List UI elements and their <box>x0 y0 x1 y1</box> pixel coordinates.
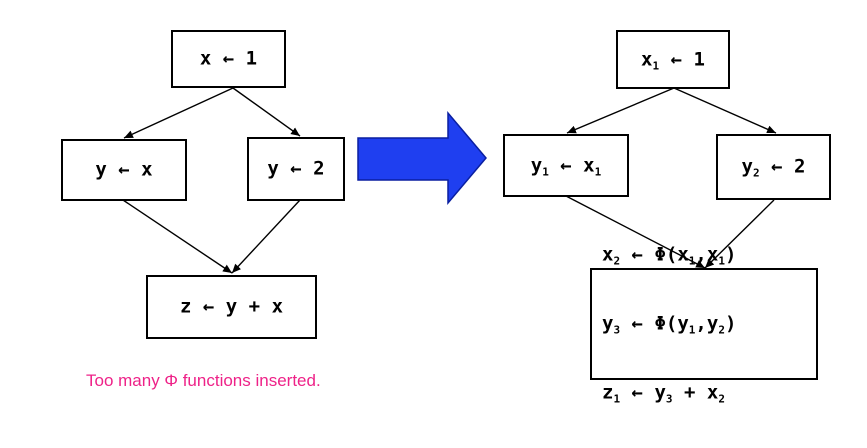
phi-symbol: Φ <box>654 243 666 266</box>
right-top-node: x1 ← 1 <box>616 30 730 89</box>
left-right-node: y ← 2 <box>247 137 345 201</box>
right-left-node: y1 ← x1 <box>503 134 629 197</box>
phi-symbol: Φ <box>654 312 666 335</box>
var: z <box>179 295 192 318</box>
var: y <box>530 154 543 176</box>
edge-left-right-to-bottom <box>231 199 301 274</box>
right-right-node: y2 ← 2 <box>716 134 831 200</box>
edge-right-top-to-left <box>566 87 675 134</box>
value: 2 <box>313 157 325 180</box>
assign-arrow: ← <box>670 48 683 70</box>
left-top-node: x ← 1 <box>171 30 286 88</box>
assign-arrow: ← <box>771 155 783 178</box>
value: 1 <box>245 47 258 70</box>
subscript: 1 <box>542 165 549 178</box>
edge-left-left-to-bottom <box>122 199 233 274</box>
edge-right-top-to-right <box>673 87 777 134</box>
assign-arrow: ← <box>290 157 302 180</box>
edge-left-top-to-left <box>123 87 234 139</box>
sum-assignment-z: z1 ← y3 + x2 <box>602 381 725 406</box>
right-bottom-node: x2 ← Φ(x1,x1) y3 ← Φ(y1,y2) z1 ← y3 + x2 <box>590 244 818 405</box>
edge-left-top-to-right <box>232 87 301 137</box>
var: x <box>641 48 653 70</box>
var: x <box>199 47 212 70</box>
value: x <box>141 158 153 181</box>
subscript: 2 <box>753 166 760 180</box>
plus-operator: + <box>248 295 261 318</box>
operand: y <box>225 295 238 318</box>
assign-arrow: ← <box>202 295 215 318</box>
value: 2 <box>793 155 806 178</box>
control-flow-diagram <box>122 87 777 274</box>
var: y <box>95 158 107 181</box>
phi-assignment-y: y3 ← Φ(y1,y2) <box>602 312 737 337</box>
phi-assignment-x: x2 ← Φ(x1,x1) <box>602 243 737 268</box>
edge-right-right-to-bottom <box>704 199 775 269</box>
assign-arrow: ← <box>560 154 572 176</box>
value: x <box>583 154 595 176</box>
caption-text: Too many Φ functions inserted. <box>86 371 321 390</box>
edge-right-left-to-bottom <box>565 195 706 269</box>
var: y <box>267 157 279 180</box>
left-left-node: y ← x <box>61 139 187 201</box>
transform-arrow <box>357 110 487 206</box>
subscript: 1 <box>594 165 602 178</box>
assign-arrow: ← <box>118 158 130 181</box>
assign-arrow: ← <box>222 47 235 70</box>
var: y <box>741 155 753 178</box>
left-bottom-node: z ← y + x <box>146 275 317 339</box>
value: 1 <box>693 48 705 70</box>
subscript: 1 <box>652 59 660 72</box>
operand: x <box>271 295 284 318</box>
